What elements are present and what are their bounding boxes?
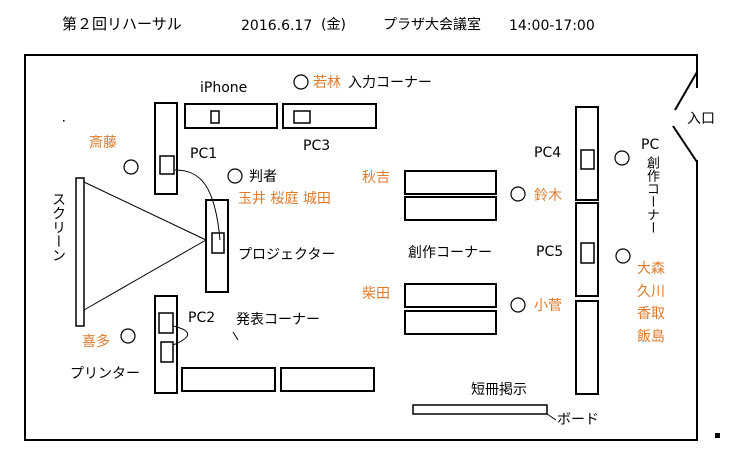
table-projector bbox=[205, 199, 229, 293]
projection-ray-top bbox=[83, 181, 207, 241]
board-label: ボード bbox=[557, 412, 599, 428]
name-kugawa: 久川 bbox=[637, 284, 665, 300]
creation-side-label: 創作コーナー bbox=[644, 156, 659, 234]
iphone-device-icon bbox=[210, 110, 220, 124]
projection-ray-bottom bbox=[83, 239, 207, 311]
table-iphone bbox=[184, 103, 278, 129]
pc5-device-icon bbox=[580, 242, 595, 264]
pc2-cable bbox=[172, 325, 189, 346]
table-right-bottom bbox=[575, 300, 599, 395]
projector-label: プロジェクター bbox=[238, 247, 336, 263]
table-presentation-1 bbox=[181, 367, 276, 392]
entrance-door-upper bbox=[674, 71, 698, 111]
name-kita: 喜多 bbox=[82, 334, 110, 350]
name-judges: 玉井 桜庭 城田 bbox=[238, 191, 331, 207]
table-creation-2 bbox=[404, 196, 497, 221]
table-creation-1 bbox=[404, 170, 497, 195]
event-title: 第２回リハーサル bbox=[62, 15, 182, 33]
event-weekday: (金) bbox=[321, 17, 346, 33]
table-creation-3 bbox=[404, 283, 497, 308]
pc4-label: PC4 bbox=[534, 145, 562, 161]
name-shibata: 柴田 bbox=[362, 286, 390, 302]
pc4-device-icon bbox=[580, 149, 595, 170]
table-pc3 bbox=[282, 103, 377, 129]
printer-device-icon bbox=[160, 341, 174, 363]
name-suzuki: 鈴木 bbox=[534, 188, 562, 204]
name-katori: 香取 bbox=[637, 306, 665, 322]
name-omori: 大森 bbox=[637, 261, 665, 277]
pc2-device-icon bbox=[158, 312, 174, 334]
pc-side-label: PC bbox=[641, 137, 660, 153]
event-time: 14:00-17:00 bbox=[509, 18, 595, 34]
iphone-label: iPhone bbox=[200, 80, 248, 96]
event-date: 2016.6.17 bbox=[241, 18, 313, 34]
seat-omori bbox=[615, 248, 631, 264]
name-akiyoshi: 秋吉 bbox=[362, 170, 390, 186]
room-wall bbox=[24, 54, 698, 441]
screen-rect bbox=[75, 177, 85, 327]
pc1-device-icon bbox=[159, 155, 175, 175]
name-kosuge: 小菅 bbox=[534, 298, 562, 314]
cable bbox=[174, 169, 221, 241]
seat-pc4-side bbox=[614, 150, 630, 166]
short-booklet-label: 短冊掲示 bbox=[471, 382, 527, 398]
creation-corner-label: 創作コーナー bbox=[408, 245, 492, 261]
table-pc5 bbox=[575, 202, 599, 297]
table-creation-4 bbox=[404, 310, 497, 335]
presentation-corner-label: 発表コーナー bbox=[236, 312, 320, 328]
printer-label: プリンター bbox=[70, 366, 140, 382]
event-venue: プラザ大会議室 bbox=[383, 17, 481, 33]
table-pc2 bbox=[154, 295, 178, 394]
entrance-door-lower bbox=[672, 125, 698, 163]
input-corner-label: 入力コーナー bbox=[348, 75, 432, 91]
table-presentation-2 bbox=[280, 367, 375, 392]
seat-suzuki bbox=[510, 186, 526, 202]
pc3-label: PC3 bbox=[303, 138, 331, 154]
pc5-label: PC5 bbox=[536, 244, 564, 260]
seat-wakabayashi bbox=[293, 74, 309, 90]
board-pointer bbox=[546, 413, 557, 421]
seat-judge bbox=[227, 168, 243, 184]
name-saito: 斎藤 bbox=[89, 135, 117, 151]
name-wakabayashi: 若林 bbox=[313, 75, 341, 91]
pc2-label: PC2 bbox=[188, 310, 216, 326]
seat-kosuge bbox=[510, 297, 526, 313]
pc1-label: PC1 bbox=[190, 146, 218, 162]
name-iijima: 飯島 bbox=[637, 329, 665, 345]
table-pc1 bbox=[154, 102, 178, 195]
corner-dot bbox=[715, 433, 720, 438]
stray-dot bbox=[63, 120, 65, 122]
screen-label: スクリーン bbox=[50, 192, 66, 262]
table-pc4 bbox=[575, 106, 599, 201]
projector-device-icon bbox=[211, 232, 225, 254]
judge-label: 判者 bbox=[249, 169, 277, 185]
pc3-device-icon bbox=[293, 110, 311, 124]
seat-saito bbox=[123, 159, 139, 175]
short-booklet-board bbox=[412, 404, 548, 415]
presentation-pointer bbox=[232, 331, 239, 341]
entrance-label: 入口 bbox=[687, 111, 715, 127]
seat-kita bbox=[120, 328, 136, 344]
